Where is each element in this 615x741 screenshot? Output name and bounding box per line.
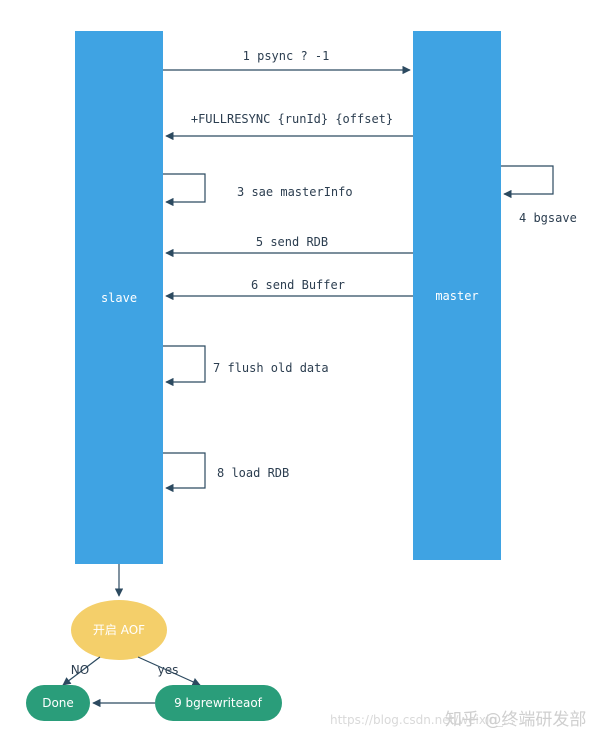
bgrewriteaof-node [155,685,282,721]
watermark-brand: 知乎 @终端研发部 [445,710,587,730]
msg-6-label: 6 send Buffer [251,278,345,292]
msg-4-label: 4 bgsave [519,211,577,225]
no-branch-label: NO [71,663,89,677]
msg-4-loop [501,165,554,199]
bgrewriteaof-label: 9 bgrewriteaof [174,696,263,710]
slave-lifeline [75,31,163,564]
msg-7-label: 7 flush old data [213,361,329,375]
master-label: master [435,289,478,303]
done-label: Done [42,696,74,710]
done-node [26,685,90,721]
master-lifeline [413,31,501,560]
aof-decision-node [71,600,167,660]
slave-label: slave [101,291,137,305]
msg-3-label: 3 sae masterInfo [237,185,353,199]
msg-8-loop [163,452,206,493]
msg-1-label: 1 psync ? -1 [243,49,330,63]
msg-5-label: 5 send RDB [256,235,328,249]
msg-3-loop [163,173,206,207]
msg-2-label: +FULLRESYNC {runId} {offset} [191,112,393,126]
msg-7-loop [163,345,206,387]
no-branch-arrow [62,656,101,686]
aof-decision-label: 开启 AOF [93,623,145,637]
yes-branch-label: yes [158,663,179,677]
msg-8-label: 8 load RDB [217,466,289,480]
yes-branch-arrow [137,656,201,686]
watermark-url: https://blog.csdn.net/weixin_... [330,713,515,727]
